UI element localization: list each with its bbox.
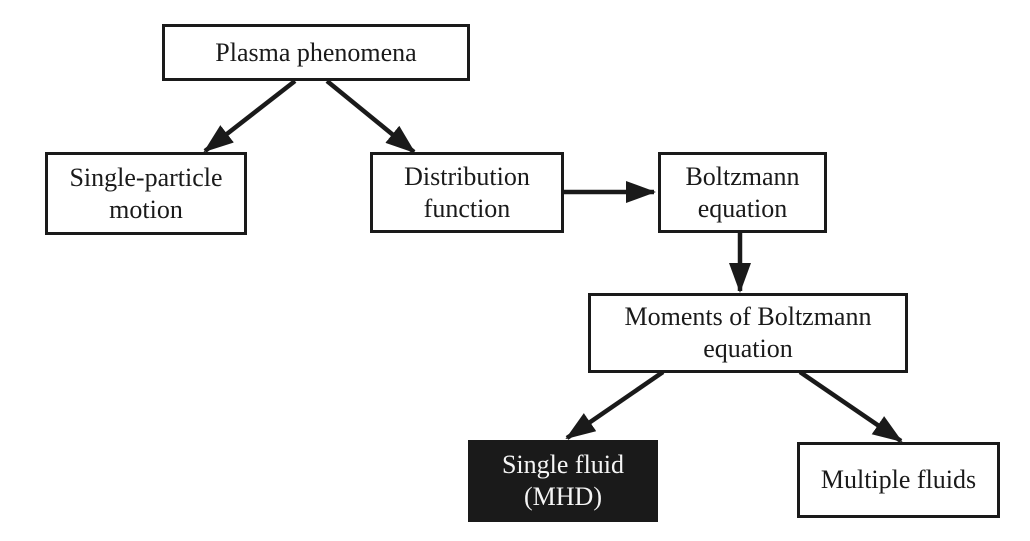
node-moments-of-boltzmann-equation: Moments of Boltzmann equation	[588, 293, 908, 373]
arrow-moments-to-multiple-fluids	[798, 370, 903, 443]
node-plasma-phenomena: Plasma phenomena	[162, 24, 470, 81]
node-multiple-fluids: Multiple fluids	[797, 442, 1000, 518]
arrow-plasma-to-distribution	[325, 79, 416, 154]
node-single-particle-motion: Single-particle motion	[45, 152, 247, 235]
arrow-plasma-to-single-particle	[203, 79, 297, 153]
node-single-fluid-mhd: Single fluid (MHD)	[468, 440, 658, 522]
node-distribution-function: Distribution function	[370, 152, 564, 233]
arrow-moments-to-single-fluid	[565, 370, 665, 440]
node-boltzmann-equation: Boltzmann equation	[658, 152, 827, 233]
